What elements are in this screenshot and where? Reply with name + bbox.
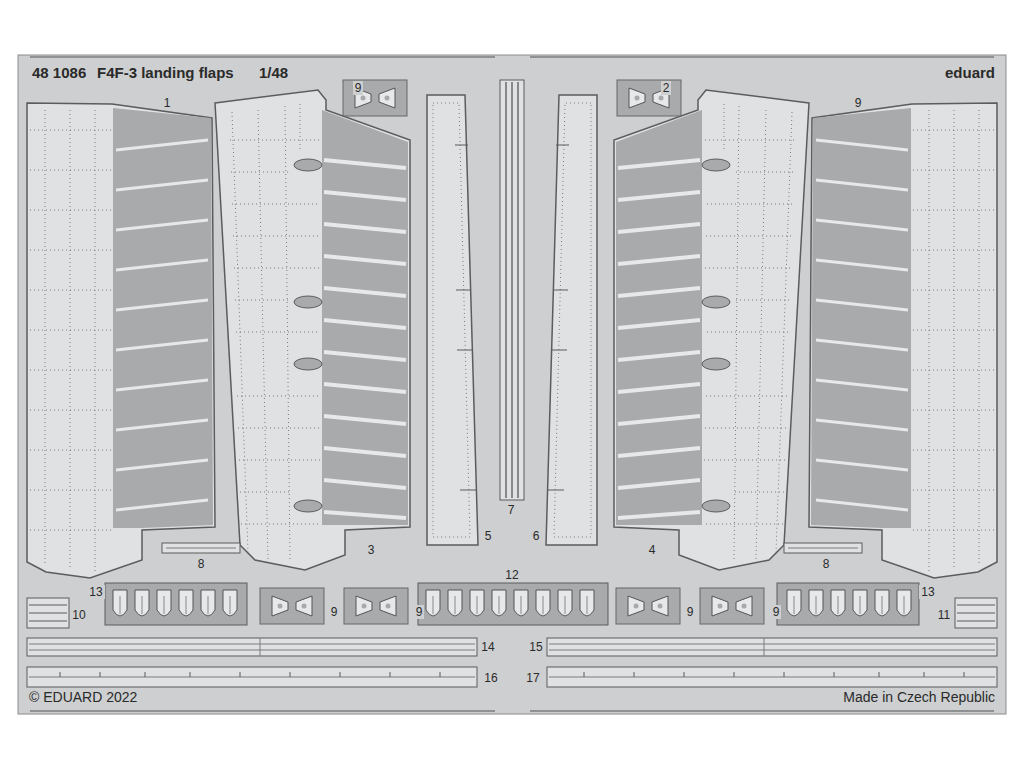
callout-number: 6	[531, 529, 542, 543]
callout-number: 9	[329, 605, 340, 619]
callout-number: 1	[162, 96, 173, 110]
callout-number: 8	[821, 557, 832, 571]
brand-logo: eduard	[943, 64, 997, 81]
origin-note: Made in Czech Republic	[841, 689, 997, 705]
callout-number: 16	[482, 671, 499, 685]
callout-number: 11	[936, 608, 952, 622]
callout-number: 12	[503, 568, 520, 582]
callout-number: 5	[483, 529, 494, 543]
callout-number: 4	[647, 543, 658, 557]
callout-number: 13	[87, 585, 104, 599]
callout-number: 9	[685, 605, 696, 619]
callout-number: 7	[506, 503, 517, 517]
callout-number: 17	[524, 671, 541, 685]
callout-number: 13	[919, 585, 936, 599]
fret-scale: 1/48	[257, 64, 290, 81]
callout-number: 14	[479, 640, 496, 654]
callout-number: 9	[853, 96, 864, 110]
copyright-note: © EDUARD 2022	[27, 689, 139, 705]
callout-number: 9	[414, 605, 425, 619]
callout-number: 10	[70, 608, 87, 622]
fret-code: 48 1086	[30, 64, 88, 81]
callout-number: 9	[353, 81, 364, 95]
callout-number: 2	[661, 81, 672, 95]
callout-number: 8	[196, 557, 207, 571]
callout-number: 3	[366, 543, 377, 557]
callout-number: 9	[771, 605, 782, 619]
callout-number: 15	[527, 640, 544, 654]
fret-title: F4F-3 landing flaps	[95, 64, 236, 81]
